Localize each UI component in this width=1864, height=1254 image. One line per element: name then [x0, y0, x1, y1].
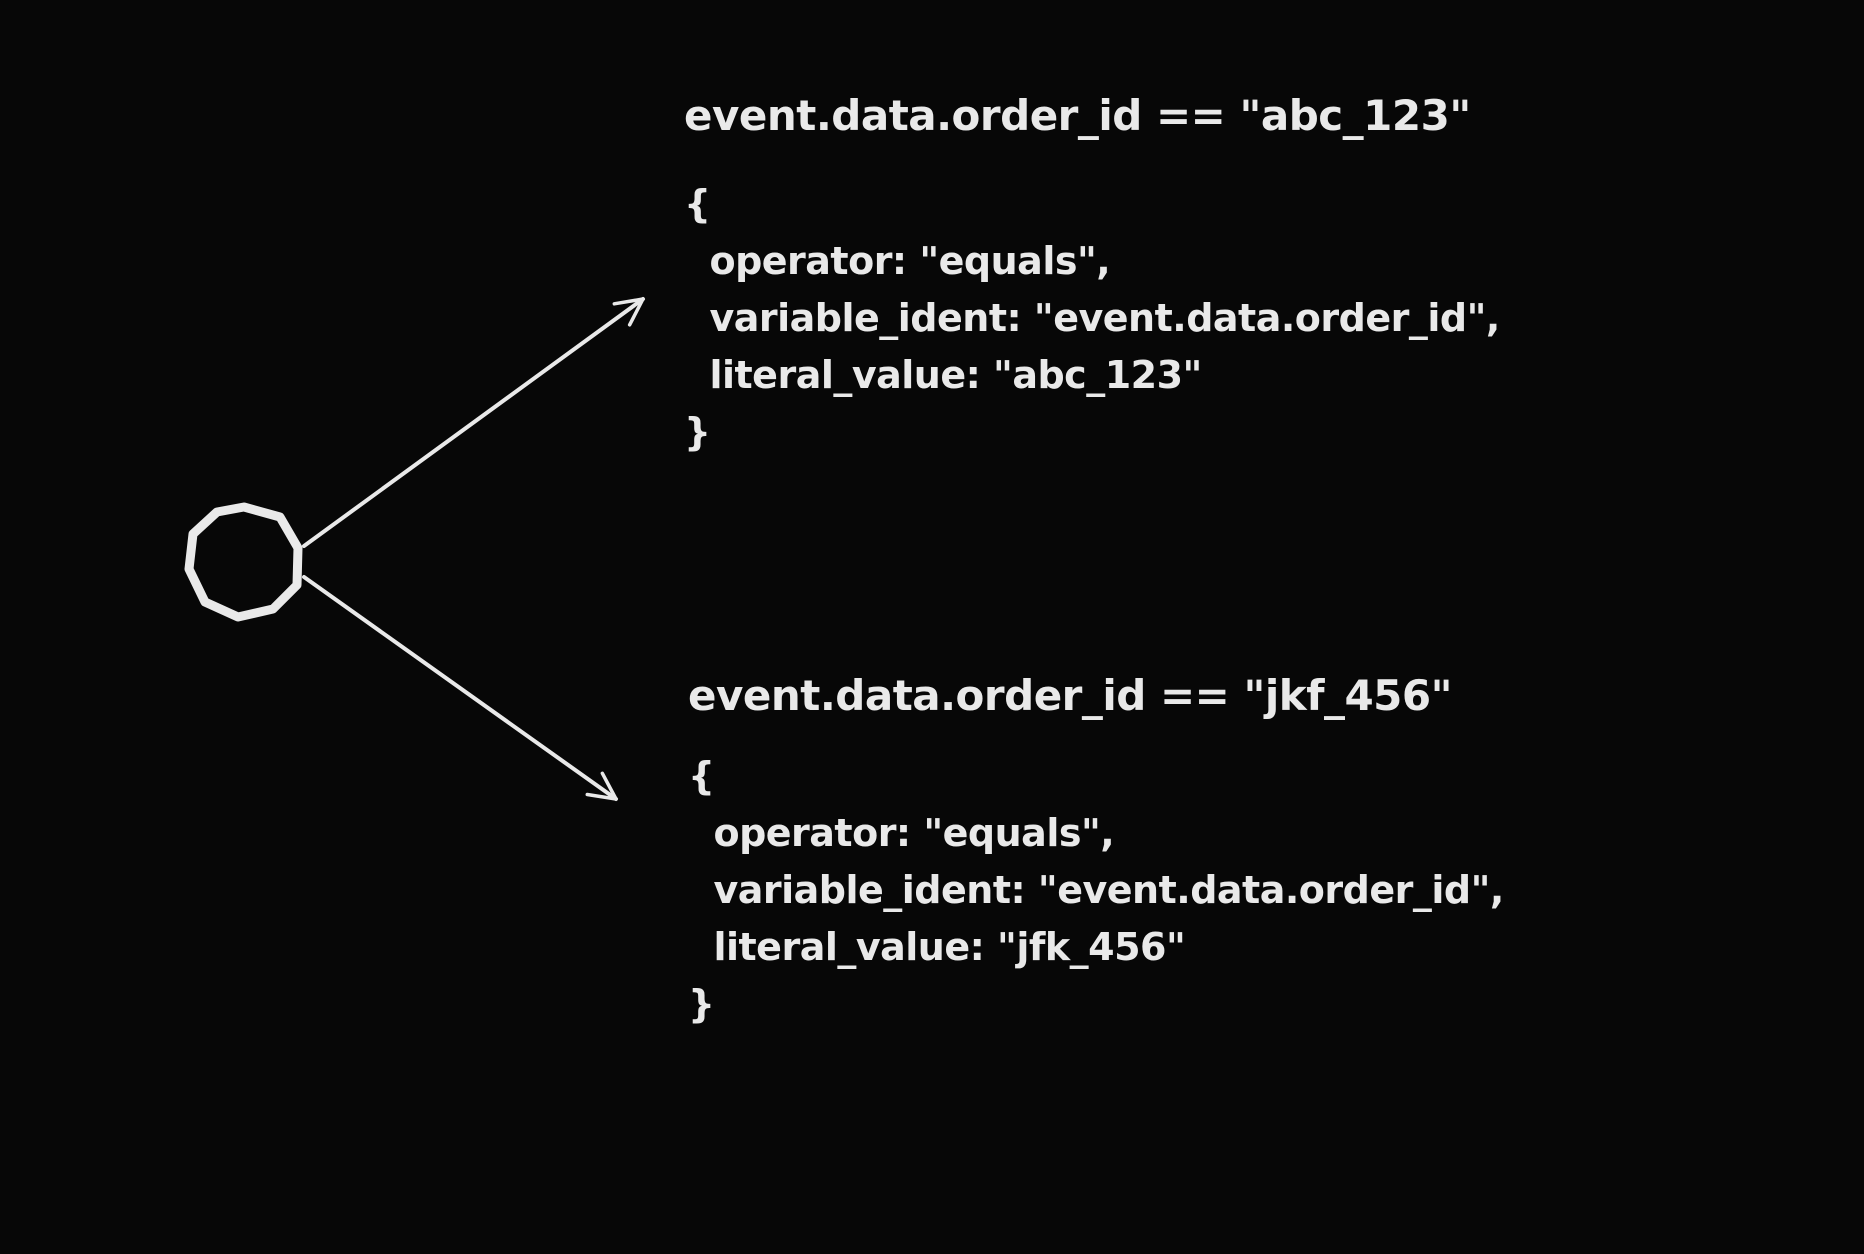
code-line: variable_ident: "event.data.order_id", — [684, 296, 1500, 340]
code-line: literal_value: "abc_123" — [684, 353, 1202, 397]
branch-jkf-title: event.data.order_id == "jkf_456" — [688, 671, 1453, 720]
code-line: { — [684, 182, 711, 226]
arrow-to-branch-jkf — [302, 575, 618, 801]
code-line: } — [684, 410, 711, 454]
code-line: { — [688, 754, 715, 798]
event-node-circle — [184, 502, 303, 622]
branch-abc-code: { operator: "equals", variable_ident: "e… — [684, 176, 1500, 461]
code-line: operator: "equals", — [684, 239, 1111, 283]
code-line: operator: "equals", — [688, 811, 1115, 855]
branch-abc-title: event.data.order_id == "abc_123" — [684, 91, 1471, 140]
code-line: variable_ident: "event.data.order_id", — [688, 868, 1504, 912]
code-line: } — [688, 982, 715, 1026]
branch-jkf-code: { operator: "equals", variable_ident: "e… — [688, 748, 1504, 1033]
arrow-to-branch-abc — [302, 297, 645, 548]
code-line: literal_value: "jfk_456" — [688, 925, 1186, 969]
